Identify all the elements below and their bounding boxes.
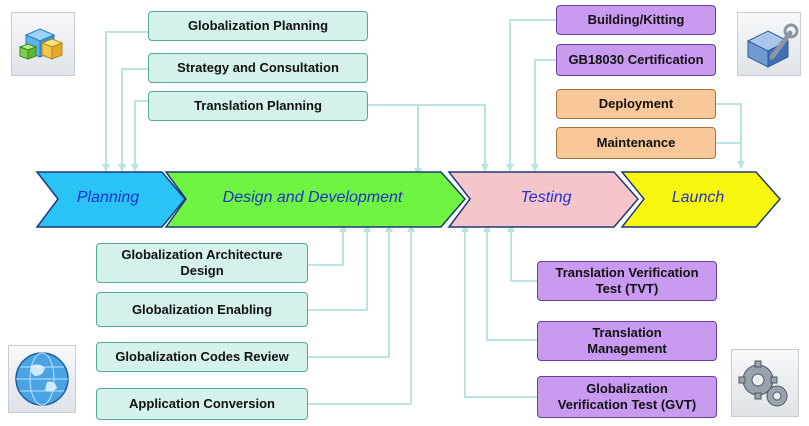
strategy-consultation-label: Strategy and Consultation [177,60,339,75]
connector-deployment [716,103,745,169]
connector-enabling [308,224,371,311]
translation-management-box: Translation Management [537,321,717,361]
translation-verification-test-box: Translation Verification Test (TVT) [537,261,717,301]
tools-icon [737,12,801,76]
connector-codes-review [308,224,393,358]
app-conversion-label: Application Conversion [129,396,275,411]
building-kitting-label: Building/Kitting [587,12,685,27]
connector-arch-design [308,224,347,266]
globalization-planning-label: Globalization Planning [187,18,329,33]
arch-line-1: Globalization Architecture [121,247,283,262]
gvt-line-1: Globalization [586,381,668,396]
connector-translation-planning-testing [418,104,489,172]
deployment-box: Deployment [556,89,716,119]
connector-globalization-planning [102,31,148,172]
application-conversion-box: Application Conversion [96,388,308,420]
deployment-label: Deployment [598,96,674,111]
connector-gvt [461,224,537,398]
gears-icon [731,349,799,417]
translation-planning-box: Translation Planning [148,91,368,121]
building-kitting-box: Building/Kitting [556,5,716,35]
connector-tm [483,224,537,341]
maintenance-label: Maintenance [596,135,676,150]
enabling-label: Globalization Enabling [131,301,273,317]
tvt-line-1: Translation Verification [555,265,699,280]
globe-icon [8,345,76,413]
connector-app-conversion [308,224,415,405]
connector-translation-planning-left [131,100,148,172]
globalization-architecture-design-box: Globalization Architecture Design [96,243,308,283]
globalization-enabling-box: Globalization Enabling [96,292,308,327]
tm-line-2: Management [587,341,667,356]
phase-label-design: Design and Development [222,189,403,206]
translation-planning-label: Translation Planning [194,98,322,113]
gvt-line-2: Verification Test (GVT) [557,397,697,412]
arch-line-2: Design [180,263,224,278]
tvt-line-2: Test (TVT) [595,281,659,296]
connector-building-kitting [506,19,556,172]
globalization-planning-box: Globalization Planning [148,11,368,41]
connector-tvt [507,224,537,282]
phase-label-testing: Testing [520,189,572,206]
tm-line-1: Translation [592,325,662,340]
testing-arrow [447,171,639,228]
gb18030-label: GB18030 Certification [568,52,704,67]
launch-arrow [620,171,781,228]
design-arrow [164,171,466,228]
phase-arrows [35,171,781,228]
planning-arrow [35,171,186,228]
cubes-icon [11,12,75,76]
connector-lines [102,19,745,405]
connector-gb18030 [531,59,556,172]
connector-translation-planning-design [368,104,422,176]
gb18030-certification-box: GB18030 Certification [556,44,716,76]
phase-label-launch: Launch [671,189,725,206]
globalization-verification-test-box: Globalization Verification Test (GVT) [537,376,717,418]
globalization-codes-review-box: Globalization Codes Review [96,342,308,372]
codes-review-label: Globalization Codes Review [115,349,289,364]
phase-label-planning: Planning [76,189,140,206]
maintenance-box: Maintenance [556,127,716,159]
strategy-consultation-box: Strategy and Consultation [148,53,368,83]
connector-strategy-consultation [118,68,148,172]
